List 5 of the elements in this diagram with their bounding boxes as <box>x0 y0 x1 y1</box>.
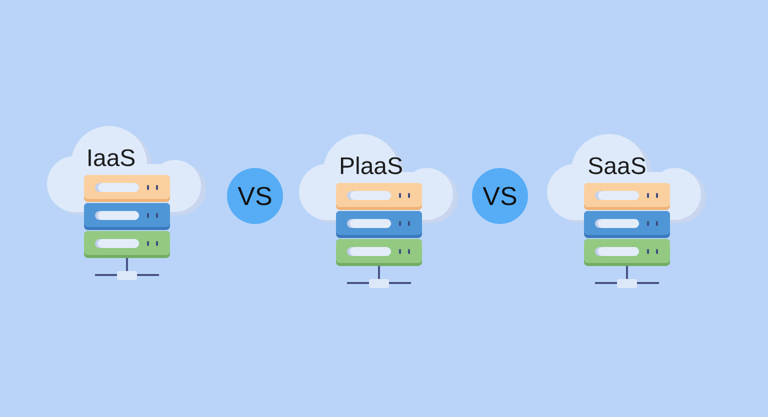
vs-label: VS <box>482 183 518 209</box>
service-label: SaaS <box>588 155 646 179</box>
vs-label: VS <box>238 183 272 209</box>
service-label: IaaS <box>86 147 136 171</box>
service-label: PlaaS <box>338 155 404 179</box>
